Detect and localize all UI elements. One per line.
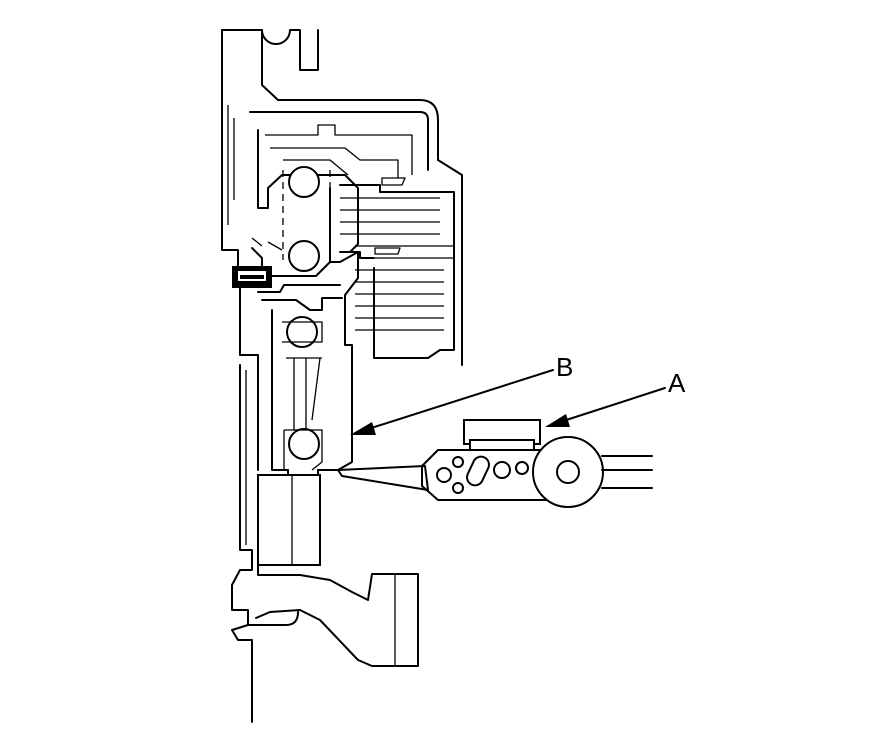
lower-housing: [231, 364, 419, 723]
piston-seal: [232, 266, 272, 288]
clutch-drum: [251, 124, 413, 277]
measurement-gauge: [337, 419, 653, 508]
transmission-housing: [221, 29, 463, 366]
callout-label-a: A: [668, 368, 686, 398]
clutch-plates: [339, 177, 455, 359]
callout-label-b: B: [556, 352, 573, 382]
callout-arrows: [350, 369, 666, 435]
